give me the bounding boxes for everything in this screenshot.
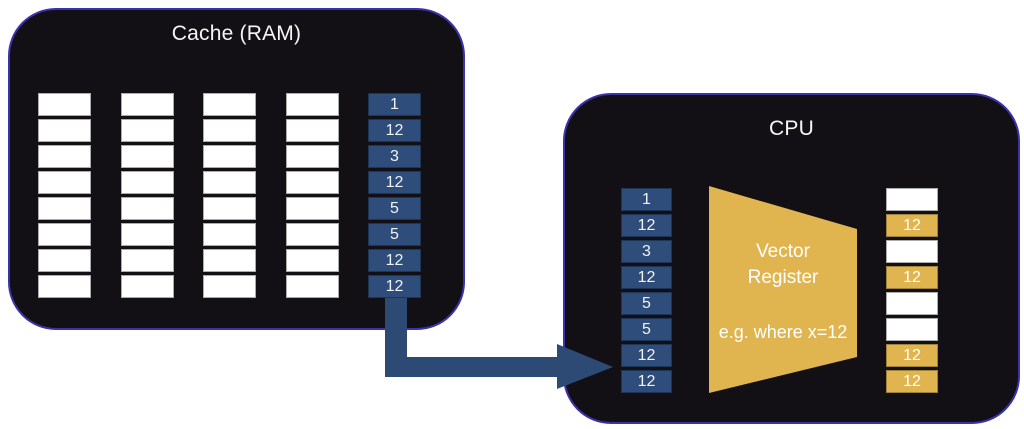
cpu-input-cell: 5: [621, 318, 672, 341]
cache-to-cpu-arrow: [385, 298, 613, 389]
cache-cell-empty: [285, 249, 339, 272]
cache-cell-empty: [120, 223, 174, 246]
cache-cell-empty: [38, 249, 91, 272]
cache-vector-column: 1 12 3 12 5 5 12 12: [368, 93, 421, 298]
cache-empty-column-2: [120, 93, 174, 298]
cache-cell-empty: [120, 145, 174, 168]
cpu-result-cell-empty: [886, 240, 938, 263]
cache-box: Cache (RAM) 1 12 3 12 5 5 12 12: [8, 8, 465, 330]
cache-cell-value: 5: [368, 223, 421, 246]
cache-cell-empty: [285, 145, 339, 168]
vector-register-shape: Vector Register e.g. where x=12: [709, 186, 857, 393]
cpu-result-cell-match: 12: [886, 370, 938, 393]
cache-cell-empty: [203, 275, 256, 298]
cpu-result-column: 12 12 12 12: [886, 188, 938, 393]
cpu-box: CPU 1 12 3 12 5 5 12 12 Vector Register e.g. wh…: [563, 93, 1020, 424]
cache-empty-column-3: [203, 93, 256, 298]
cache-cell-empty: [38, 223, 91, 246]
cache-grid: 1 12 3 12 5 5 12 12: [38, 93, 421, 298]
cache-cell-empty: [120, 93, 174, 116]
cache-cell-empty: [38, 145, 91, 168]
cache-cell-empty: [203, 223, 256, 246]
cache-cell-empty: [285, 223, 339, 246]
cache-cell-empty: [38, 171, 91, 194]
cpu-result-cell-empty: [886, 188, 938, 211]
cache-cell-empty: [120, 249, 174, 272]
cache-cell-value: 12: [368, 275, 421, 298]
cache-cell-empty: [285, 119, 339, 142]
cache-cell-empty: [120, 197, 174, 220]
cache-cell-value: 5: [368, 197, 421, 220]
cpu-result-cell-match: 12: [886, 214, 938, 237]
cpu-input-cell: 3: [621, 240, 672, 263]
cache-title: Cache (RAM): [171, 22, 302, 45]
cpu-input-cell: 12: [621, 344, 672, 367]
vector-register-caption: e.g. where x=12: [718, 322, 848, 342]
cache-cell-value: 12: [368, 119, 421, 142]
cache-cell-empty: [203, 249, 256, 272]
cache-cell-empty: [120, 119, 174, 142]
cache-cell-empty: [285, 197, 339, 220]
cache-cell-value: 1: [368, 93, 421, 116]
vector-register-label-line2: Register: [747, 267, 819, 288]
cache-cell-empty: [120, 171, 174, 194]
cache-empty-column-1: [38, 93, 91, 298]
cache-cell-empty: [203, 145, 256, 168]
cache-cell-value: 12: [368, 249, 421, 272]
cpu-input-cell: 12: [621, 266, 672, 289]
cpu-result-cell-match: 12: [886, 344, 938, 367]
vector-register-text: Vector Register e.g. where x=12: [709, 239, 857, 345]
cpu-input-cell: 12: [621, 370, 672, 393]
cache-cell-empty: [203, 171, 256, 194]
cache-cell-empty: [285, 171, 339, 194]
cpu-input-cell: 1: [621, 188, 672, 211]
cache-cell-value: 12: [368, 171, 421, 194]
cpu-result-cell-match: 12: [886, 266, 938, 289]
cpu-result-cell-empty: [886, 318, 938, 341]
cpu-title: CPU: [769, 117, 814, 140]
cache-cell-empty: [38, 275, 91, 298]
cache-cell-empty: [203, 93, 256, 116]
cpu-input-column: 1 12 3 12 5 5 12 12: [621, 188, 672, 393]
cache-cell-empty: [120, 275, 174, 298]
cpu-result-cell-empty: [886, 292, 938, 315]
cache-cell-empty: [203, 119, 256, 142]
cache-to-cpu-arrow-shape: [385, 298, 613, 389]
vector-register-label-line1: Vector: [756, 241, 810, 262]
cache-cell-empty: [285, 275, 339, 298]
cache-cell-value: 3: [368, 145, 421, 168]
cache-cell-empty: [38, 93, 91, 116]
cache-cell-empty: [203, 197, 256, 220]
cpu-input-cell: 5: [621, 292, 672, 315]
cpu-input-cell: 12: [621, 214, 672, 237]
cache-empty-column-4: [285, 93, 339, 298]
cache-cell-empty: [38, 197, 91, 220]
cache-cell-empty: [285, 93, 339, 116]
cache-cell-empty: [38, 119, 91, 142]
